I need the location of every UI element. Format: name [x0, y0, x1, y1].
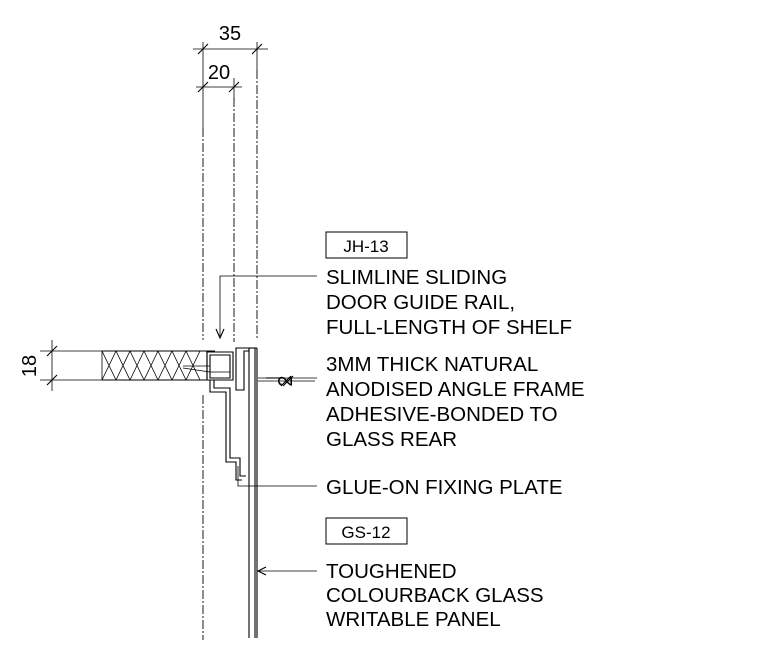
- shelf-section: [101, 350, 215, 381]
- guide-rail-profile: [182, 351, 234, 381]
- annotation-guide-rail-line-3: FULL-LENGTH OF SHELF: [326, 316, 572, 339]
- glass-panel-section: [248, 347, 258, 638]
- annotation-angle-frame: 3MM THICK NATURAL ANODISED ANGLE FRAME A…: [326, 353, 585, 451]
- annotation-glass-panel: TOUGHENED COLOURBACK GLASS WRITABLE PANE…: [326, 560, 544, 631]
- leader-guide-rail: [215, 275, 317, 340]
- dimension-frame-thickness: 2: [258, 375, 315, 387]
- reference-lines: [202, 70, 258, 640]
- tag-guide-rail: JH-13: [325, 231, 408, 259]
- annotation-glass-panel-line-1: TOUGHENED: [326, 560, 457, 583]
- dimension-inner-width: 20: [196, 62, 242, 100]
- tag-glass-panel: GS-12: [325, 517, 408, 545]
- annotation-guide-rail-line-1: SLIMLINE SLIDING: [326, 266, 507, 289]
- tag-guide-rail-text: JH-13: [343, 237, 388, 256]
- annotation-glass-panel-line-2: COLOURBACK GLASS: [326, 584, 544, 607]
- leader-glass-panel: [256, 566, 317, 576]
- dimension-overall-width: 35: [193, 23, 268, 128]
- annotation-fixing-plate: GLUE-ON FIXING PLATE: [326, 476, 563, 499]
- annotation-guide-rail-line-2: DOOR GUIDE RAIL,: [326, 291, 515, 314]
- dimension-shelf-thickness: 18: [19, 340, 102, 391]
- annotation-guide-rail: SLIMLINE SLIDING DOOR GUIDE RAIL, FULL-L…: [326, 266, 572, 339]
- annotation-glass-panel-line-3: WRITABLE PANEL: [326, 608, 501, 631]
- dimension-shelf-thickness-value: 18: [19, 355, 41, 377]
- dimension-overall-width-value: 35: [219, 23, 241, 45]
- annotation-angle-frame-line-4: GLASS REAR: [326, 428, 457, 451]
- dimension-inner-width-value: 20: [208, 62, 230, 84]
- fixing-plate-profile: [209, 380, 246, 481]
- leader-fixing-plate: [237, 466, 317, 487]
- dimension-frame-thickness-value: 2: [275, 375, 297, 386]
- tag-glass-panel-text: GS-12: [341, 523, 390, 542]
- annotation-angle-frame-line-1: 3MM THICK NATURAL: [326, 353, 538, 376]
- annotation-angle-frame-line-2: ANODISED ANGLE FRAME: [326, 378, 585, 401]
- annotation-angle-frame-line-3: ADHESIVE-BONDED TO: [326, 403, 558, 426]
